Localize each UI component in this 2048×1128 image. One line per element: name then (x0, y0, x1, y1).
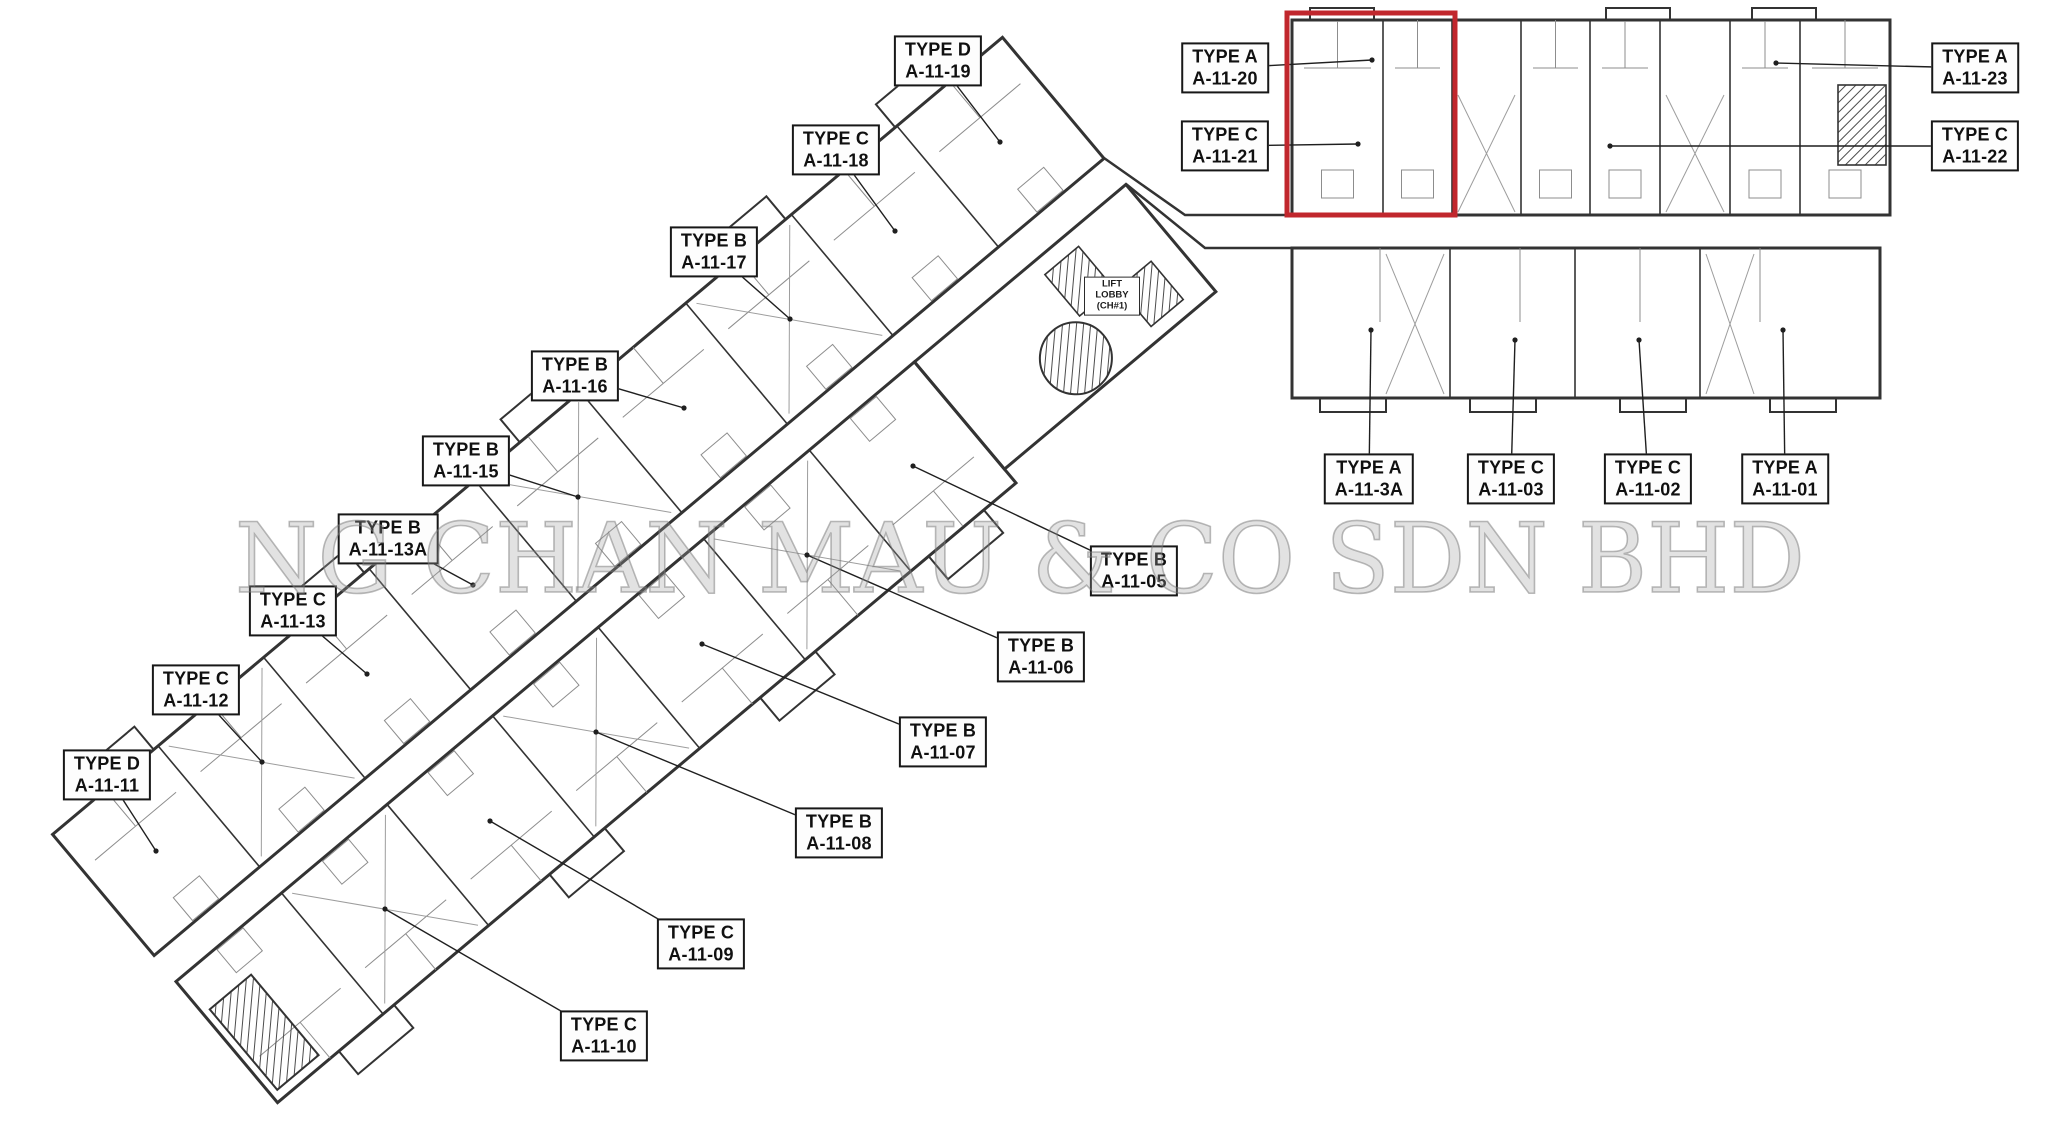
diagonal-wing-block (50, 35, 1218, 1105)
right-wing-block (1290, 7, 1892, 413)
leader-lines (106, 57, 1976, 1037)
connecting-corridor (1103, 156, 1292, 250)
highlighted-unit-outline (1284, 10, 1458, 218)
